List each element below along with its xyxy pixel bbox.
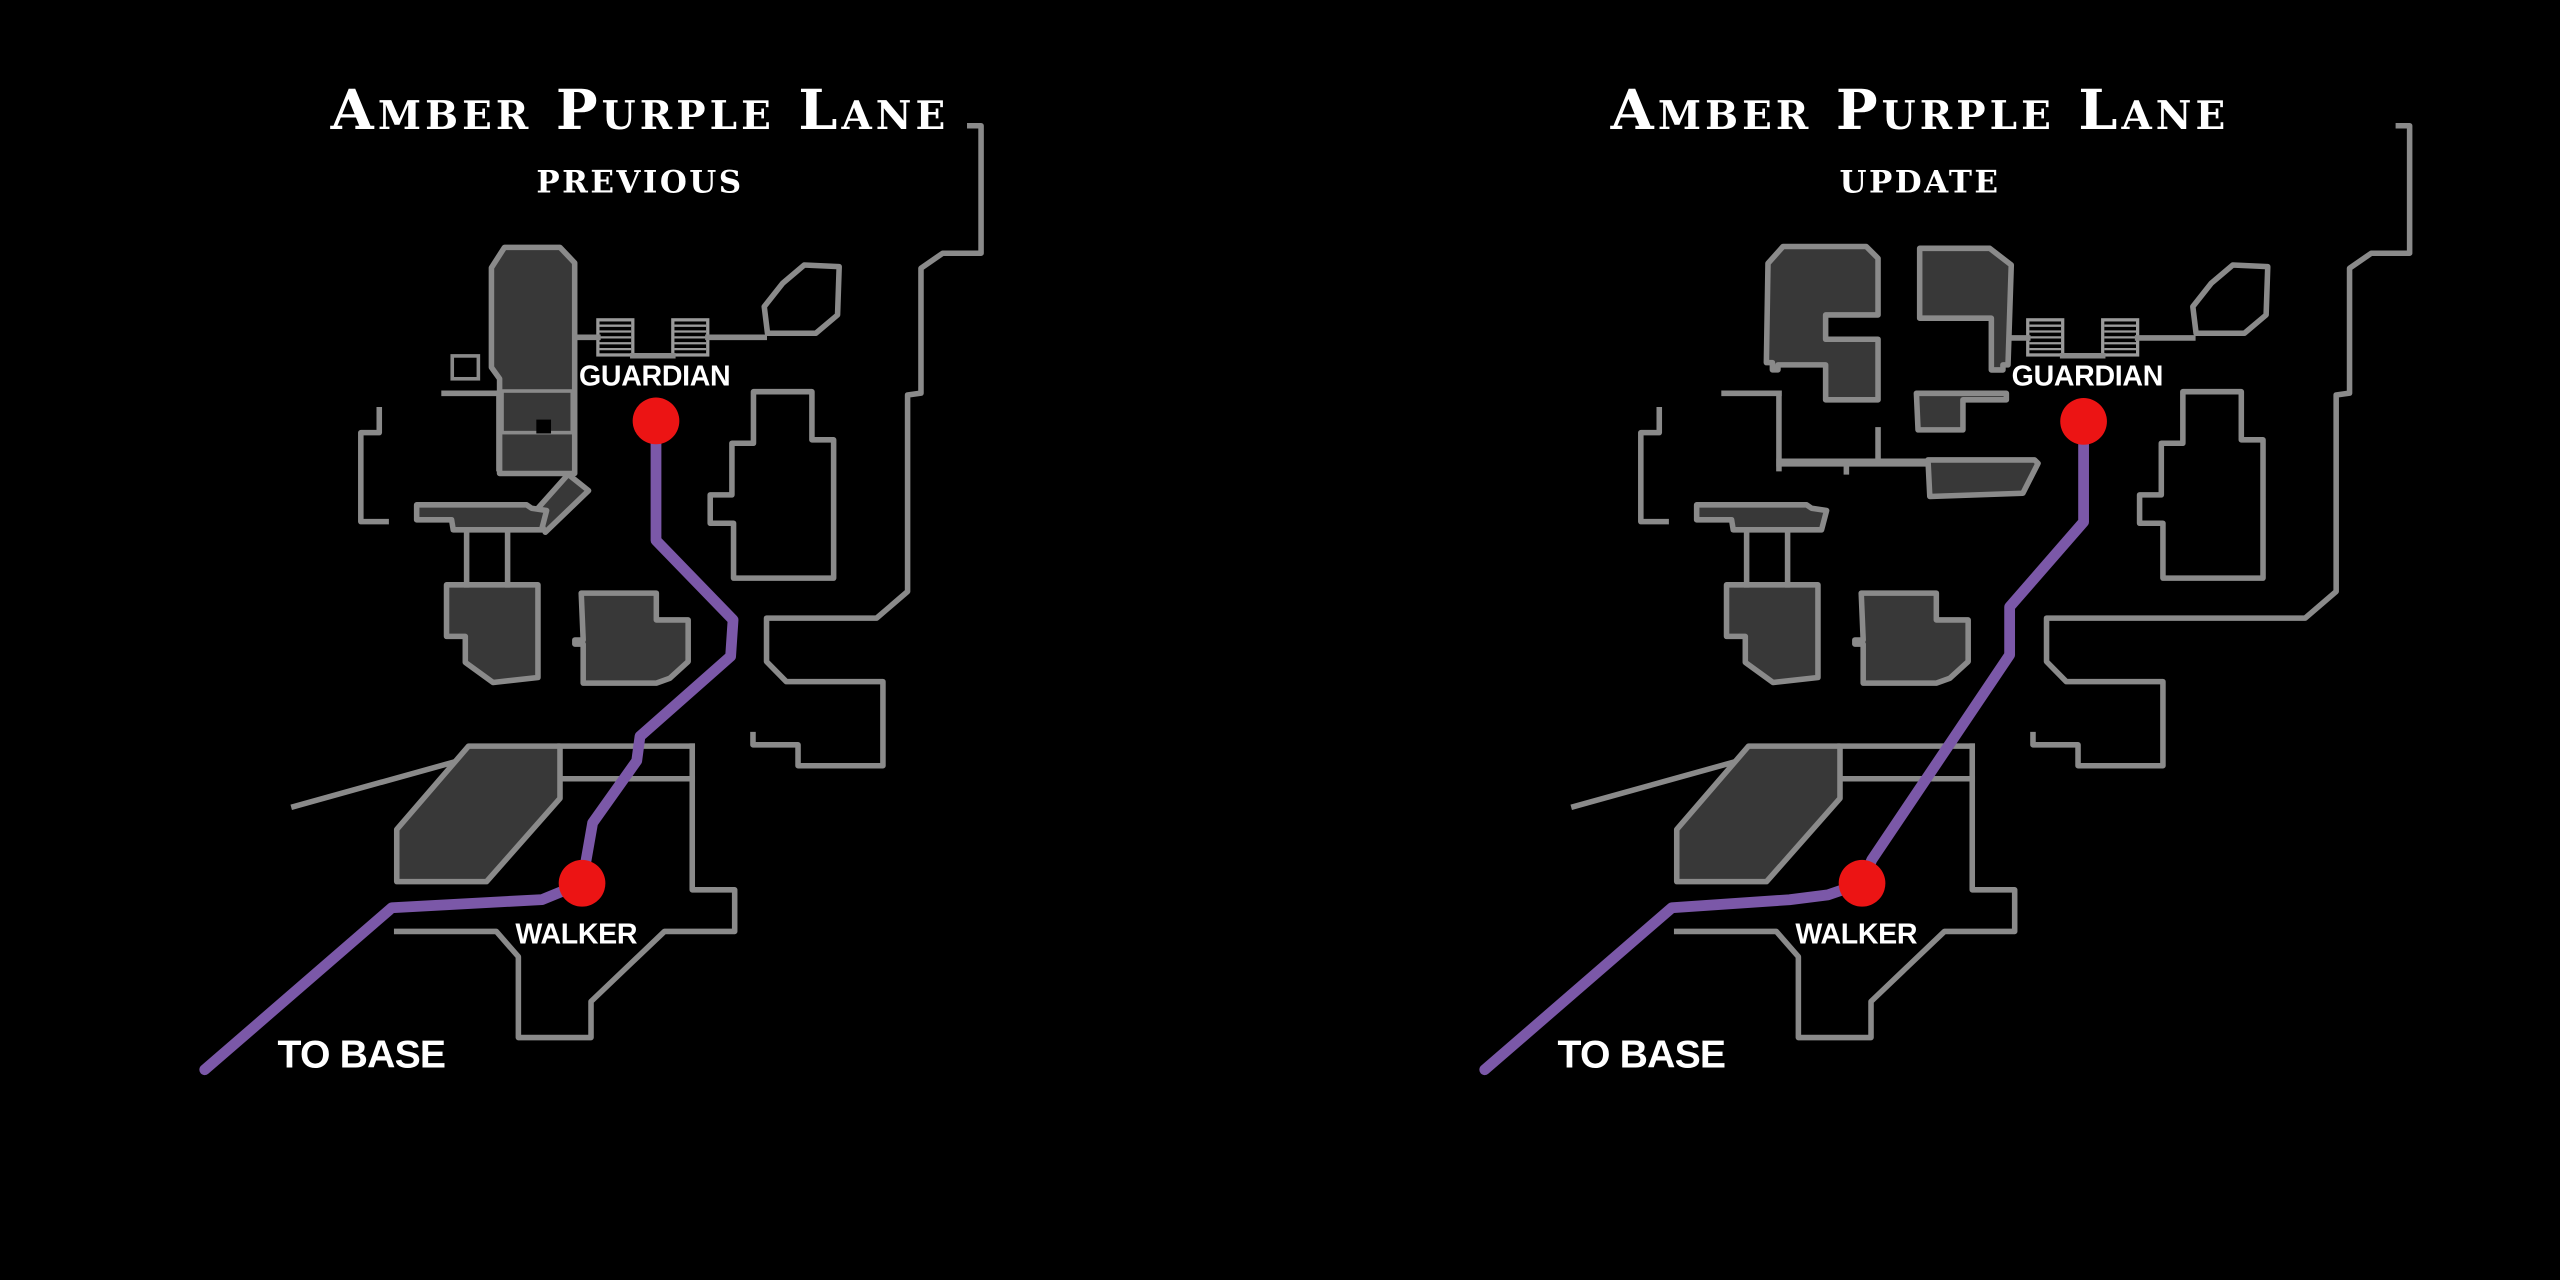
to-base-label: TO BASE (278, 1034, 446, 1077)
page-title: Amber Purple Lane (1610, 78, 2230, 143)
map-panel-update: Amber Purple Lane UPDATE GUARDIAN WALKER… (1280, 0, 2560, 1280)
map-update-svg: Amber Purple Lane UPDATE GUARDIAN WALKER… (1479, 78, 2413, 1077)
title-version-previous: PREVIOUS (536, 153, 743, 204)
guardian-label: GUARDIAN (2012, 360, 2163, 392)
map-geometry (290, 122, 984, 1041)
title-version-update: UPDATE (1840, 153, 2001, 204)
to-base-label: TO BASE (1558, 1034, 1726, 1077)
map-previous-svg: Amber Purple Lane PREVIOUS GUARDIAN WALK… (199, 78, 984, 1077)
map-geometry (1570, 122, 2413, 1041)
guardian-label: GUARDIAN (579, 360, 730, 392)
walker-objective-dot (558, 859, 606, 907)
map-panel-previous: Amber Purple Lane PREVIOUS GUARDIAN WALK… (199, 78, 984, 1077)
walker-objective-dot (1838, 859, 1886, 907)
page-title: Amber Purple Lane (330, 78, 950, 143)
guardian-objective-dot (632, 397, 680, 445)
lane-route-path (199, 424, 739, 1076)
guardian-objective-dot (2060, 398, 2107, 445)
walker-label: WALKER (1795, 919, 1918, 951)
walker-label: WALKER (515, 919, 638, 951)
